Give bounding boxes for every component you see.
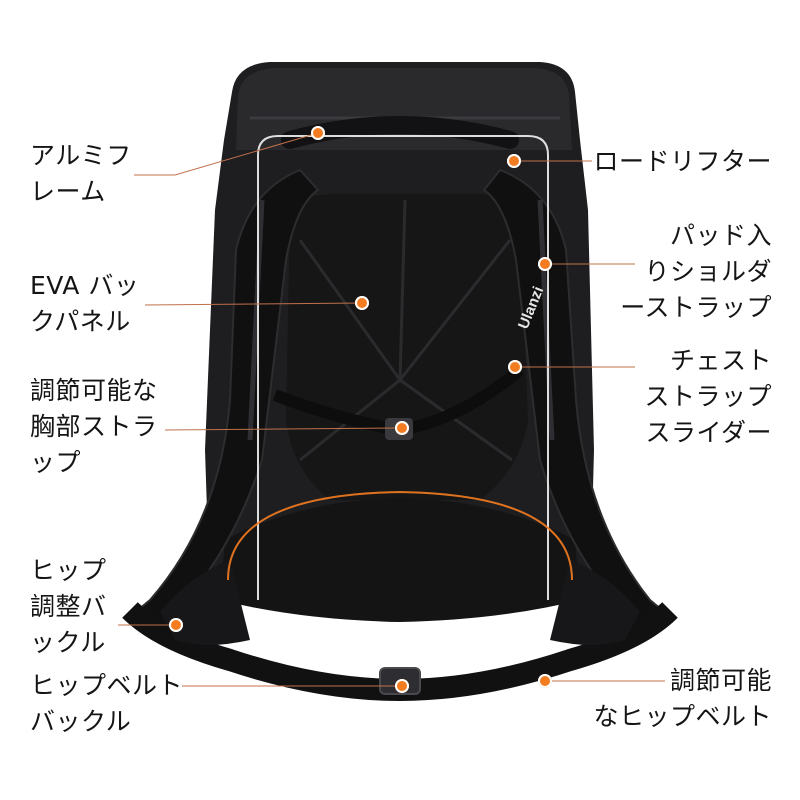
label-line: EVA バッ (30, 271, 140, 300)
label-line: クパネル (30, 307, 131, 336)
callout-dot-hip-belt-buckle (395, 679, 409, 693)
label-line: りショルダ (644, 257, 772, 286)
callout-dot-chest-strap (395, 421, 409, 435)
eva-back-panel-shape (286, 194, 528, 500)
label-line: ックル (30, 628, 106, 657)
hip-belt-highlight-arc (227, 490, 573, 581)
label-line: ーストラップ (620, 293, 772, 322)
callout-dot-load-lifter (507, 154, 521, 168)
label-padded-shoulder-strap: パッド入 りショルダ ーストラップ (620, 218, 772, 326)
label-line: 調節可能な (30, 376, 158, 405)
callout-dot-aluminum-frame (311, 126, 325, 140)
label-line: パッド入 (669, 221, 772, 250)
label-line: アルミフ (30, 141, 132, 170)
label-line: 胸部ストラ (30, 412, 158, 441)
label-chest-strap-slider: チェスト ストラップ スライダー (644, 343, 772, 451)
label-line: ップ (30, 448, 82, 477)
leader-aluminum-frame (134, 132, 319, 176)
label-line: 調整バ (30, 592, 107, 621)
callout-dot-padded-shoulder-strap (538, 257, 552, 271)
label-line: ヒップベルト (30, 671, 184, 700)
label-line: スライダー (645, 418, 772, 447)
label-line: チェスト (669, 346, 772, 375)
leader-eva-back-panel (144, 302, 363, 306)
label-line: ストラップ (644, 382, 772, 411)
label-hip-adjust-buckle: ヒップ 調整バ ックル (30, 553, 107, 661)
label-line: 調節可能 (669, 666, 772, 695)
leader-chest-strap (164, 427, 403, 431)
label-line: レーム (30, 177, 106, 206)
label-line: なヒップベルト (593, 702, 772, 731)
label-line: ロードリフター (593, 147, 772, 176)
label-aluminum-frame: アルミフ レーム (30, 138, 132, 210)
lumbar-pad (220, 498, 580, 622)
label-adjustable-hip-belt: 調節可能 なヒップベルト (593, 663, 772, 735)
label-line: ヒップ (30, 556, 107, 585)
callout-dot-hip-adjust-buckle (169, 618, 183, 632)
label-load-lifter: ロードリフター (593, 144, 772, 180)
aluminum-frame-outline (257, 135, 549, 600)
leader-lines (118, 132, 665, 687)
callout-dot-adjustable-hip-belt (538, 674, 552, 688)
label-eva-back-panel: EVA バッ クパネル (30, 268, 139, 340)
label-line: バックル (30, 707, 132, 736)
label-adjustable-chest-strap: 調節可能な 胸部ストラ ップ (30, 373, 158, 481)
callout-dot-chest-strap-slider (508, 360, 522, 374)
callout-dot-eva-back-panel (355, 296, 369, 310)
label-hip-belt-buckle: ヒップベルト バックル (30, 668, 183, 740)
